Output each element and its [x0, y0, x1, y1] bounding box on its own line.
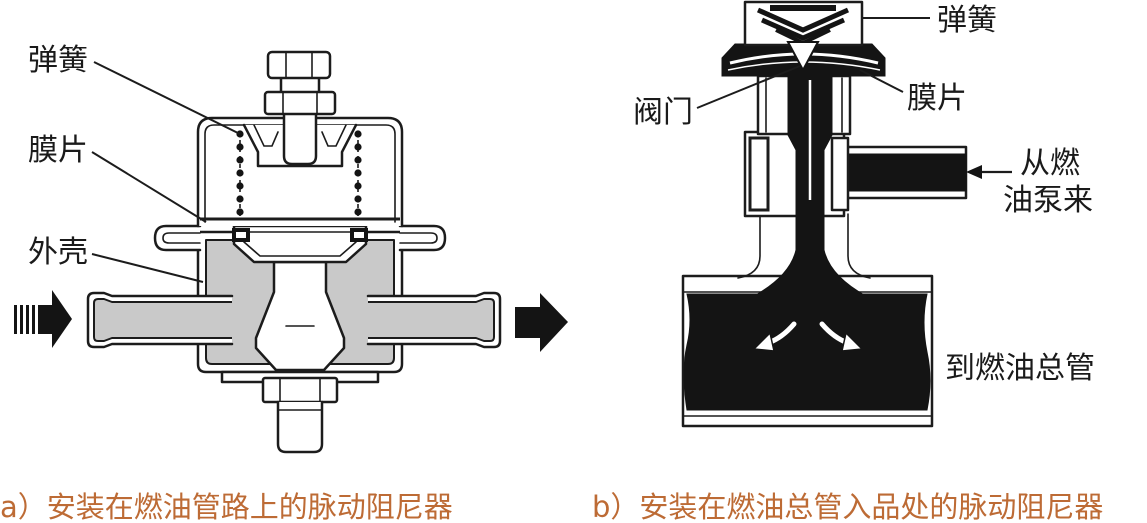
retainer-notch-right [321, 124, 347, 147]
spring-coil [354, 156, 362, 164]
spring-coil [354, 143, 362, 151]
damper-a: 弹簧 膜片 外壳 a）安装在燃油管路上的脉动阻尼器 [0, 43, 568, 523]
spring-right [354, 130, 362, 216]
spring-coil [354, 130, 362, 138]
spring-seat-left-inner [236, 232, 246, 238]
left-flange-slot [162, 232, 201, 244]
label-from-pump-line2: 油泵来 [1003, 183, 1093, 218]
spring-coil [354, 169, 362, 177]
retainer-notch-left [253, 124, 279, 147]
damper-neck-right [847, 213, 871, 279]
inlet-arrow-icon [14, 290, 72, 348]
inlet-arrow-hatch [26, 305, 29, 334]
pump-flow-arrow-head [966, 165, 982, 179]
left-flange [153, 224, 202, 252]
label-from-pump-line1: 从燃 [1020, 146, 1080, 181]
spring-coil [236, 143, 244, 151]
spring-coil [236, 182, 244, 190]
caption-b: b）安装在燃油总管入品处的脉动阻尼器 [592, 490, 1103, 523]
flow-arrow-left-icon [752, 319, 799, 352]
spring-coil [354, 208, 362, 216]
spring-coil [236, 156, 244, 164]
body-side-plate [748, 136, 770, 212]
lock-nut [263, 90, 337, 116]
outlet-arrow-icon [515, 293, 568, 352]
inlet-arrow-hatch [32, 305, 35, 334]
leader-diaphragm-b [859, 69, 904, 93]
inlet-arrow-hatch [20, 305, 23, 334]
flow-arrow-right-head [841, 331, 864, 352]
damper-b: 弹簧 膜片 阀门 从燃 油泵来 到燃油总管 b）安装在燃油总管入品处的脉动阻尼器 [592, 0, 1103, 523]
label-spring-b: 弹簧 [937, 3, 997, 38]
bottom-outlet [261, 376, 339, 454]
label-shell-a: 外壳 [28, 235, 88, 270]
spring-seat-right-inner [354, 232, 364, 238]
adjusting-bolt [263, 50, 337, 166]
spring-coil [354, 182, 362, 190]
leader-shell-a [91, 253, 204, 283]
spring-coil [354, 195, 362, 203]
valve-b [786, 41, 820, 73]
fuel-rail-fuel [683, 293, 931, 411]
leader-valve-b [696, 65, 801, 109]
spring-coil [236, 195, 244, 203]
fuel-rail [681, 274, 934, 428]
flow-arrow-left-head [752, 331, 775, 352]
valve-chamber [254, 260, 346, 372]
outlet-arrow-body [515, 307, 542, 338]
right-flange-slot [399, 232, 438, 244]
spring-left [236, 130, 244, 216]
inlet-arrow-hatch [14, 305, 17, 334]
outlet-stem [276, 400, 324, 454]
bolt-shaft [282, 108, 318, 166]
bolt-head [266, 50, 332, 80]
pump-flow-arrow-icon [966, 165, 1012, 179]
spring-b-coil [756, 7, 850, 33]
inlet-arrow-body [38, 305, 54, 334]
label-spring-a: 弹簧 [28, 43, 88, 78]
flow-arrow-right-icon [817, 319, 864, 352]
damper-neck-left [737, 213, 761, 279]
leader-diaphragm-a [91, 151, 207, 223]
pump-inlet-pipe [836, 145, 968, 200]
leader-spring-a [93, 61, 241, 135]
spring-b-coil [760, 17, 846, 41]
spring-coil [236, 208, 244, 216]
pump-inlet-pipe-fuel [845, 153, 967, 192]
label-diaphragm-a: 膜片 [28, 133, 88, 168]
inlet-arrow-head [52, 290, 72, 348]
label-diaphragm-b: 膜片 [907, 81, 967, 116]
label-to-fuel-rail: 到燃油总管 [945, 351, 1095, 386]
spring-b-plate [770, 5, 836, 11]
outlet-collar [261, 376, 339, 404]
right-flange [398, 224, 447, 252]
label-valve-b: 阀门 [633, 95, 693, 130]
spring-coil [236, 169, 244, 177]
inlet-pipe-bore [93, 298, 232, 342]
inlet-pipe [86, 291, 234, 349]
outlet-pipe-bore [368, 298, 495, 342]
caption-a: a）安装在燃油管路上的脉动阻尼器 [0, 490, 453, 523]
outlet-arrow-head [540, 293, 568, 352]
body-connector [830, 136, 850, 212]
outlet-pipe [366, 291, 502, 349]
